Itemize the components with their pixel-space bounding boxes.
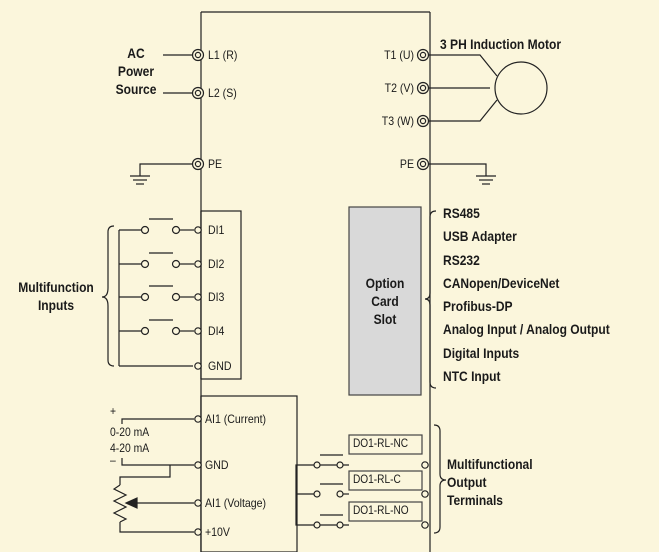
motor-symbol (494, 61, 548, 115)
power-source-label: AC Power Source (112, 44, 160, 98)
relay-output-wiring (295, 424, 447, 534)
output-group-line1: Multifunctional (447, 456, 533, 472)
option-item: Profibus-DP (443, 298, 513, 315)
analog-range1-label: 0-20 mA (110, 427, 150, 439)
option-list: RS485 USB Adapter RS232 CANopen/DeviceNe… (443, 205, 637, 391)
terminal-10v-label: +10V (205, 525, 230, 539)
multifunction-inputs-line1: Multifunction (18, 279, 94, 295)
terminal-l2-label: L2 (S) (208, 86, 237, 100)
power-label-line1: AC (127, 45, 145, 61)
terminal-do1-c-label: DO1-RL-C (353, 474, 401, 486)
analog-minus-label: – (110, 455, 116, 467)
output-group-line2: Output (447, 474, 487, 490)
multifunctional-output-label: Multifunctional Output Terminals (447, 456, 547, 510)
option-item: CANopen/DeviceNet (443, 274, 560, 291)
analog-plus-label: + (110, 406, 117, 418)
terminal-t2-label: T2 (V) (384, 81, 414, 95)
option-item: RS232 (443, 251, 480, 268)
power-input-wiring (163, 48, 205, 100)
terminal-di2-label: DI2 (208, 257, 225, 271)
output-group-line3: Terminals (447, 492, 503, 508)
option-item: Analog Input / Analog Output (443, 321, 610, 338)
terminal-di3-label: DI3 (208, 290, 225, 304)
terminal-di4-label: DI4 (208, 324, 225, 338)
motor-wiring (416, 48, 548, 128)
di4-switch (119, 319, 202, 336)
multifunction-inputs-label: Multifunction Inputs (15, 278, 98, 314)
option-card-line2: Card (371, 293, 399, 309)
terminal-ai1-voltage-label: AI1 (Voltage) (205, 496, 267, 510)
terminal-pe-input-label: PE (208, 157, 223, 171)
power-label-line2: Power (117, 63, 155, 79)
option-card-label: Option Card Slot (354, 274, 416, 328)
option-item: USB Adapter (443, 228, 517, 245)
multifunction-inputs-line2: Inputs (37, 297, 75, 313)
terminal-gnd-analog-label: GND (205, 458, 229, 472)
terminal-gnd-digital-label: GND (208, 359, 232, 373)
terminal-pe-output-label: PE (399, 157, 414, 171)
option-card-slot (348, 206, 422, 396)
terminal-l1-label: L1 (R) (208, 48, 238, 62)
di2-switch (119, 252, 202, 269)
option-item: Digital Inputs (443, 344, 520, 361)
analog-wiring (112, 395, 298, 552)
digital-input-wiring (101, 210, 242, 380)
terminal-t1-label: T1 (U) (384, 48, 414, 62)
terminal-t3-label: T3 (W) (381, 114, 414, 128)
option-item: NTC Input (443, 368, 501, 385)
output-ground (416, 157, 496, 185)
option-card-line1: Option (365, 275, 405, 291)
option-card-line3: Slot (373, 311, 397, 327)
terminal-di1-label: DI1 (208, 223, 225, 237)
di1-switch (119, 218, 202, 235)
di3-switch (119, 285, 202, 302)
analog-range2-label: 4-20 mA (110, 443, 150, 455)
input-ground (130, 157, 205, 185)
power-label-line3: Source (115, 81, 157, 97)
option-item: RS485 (443, 205, 480, 221)
terminal-do1-no-label: DO1-RL-NO (353, 505, 409, 517)
terminal-ai1-current-label: AI1 (Current) (205, 412, 267, 426)
option-brace (424, 210, 437, 389)
motor-label: 3 PH Induction Motor (440, 36, 562, 52)
terminal-do1-nc-label: DO1-RL-NC (353, 438, 409, 450)
